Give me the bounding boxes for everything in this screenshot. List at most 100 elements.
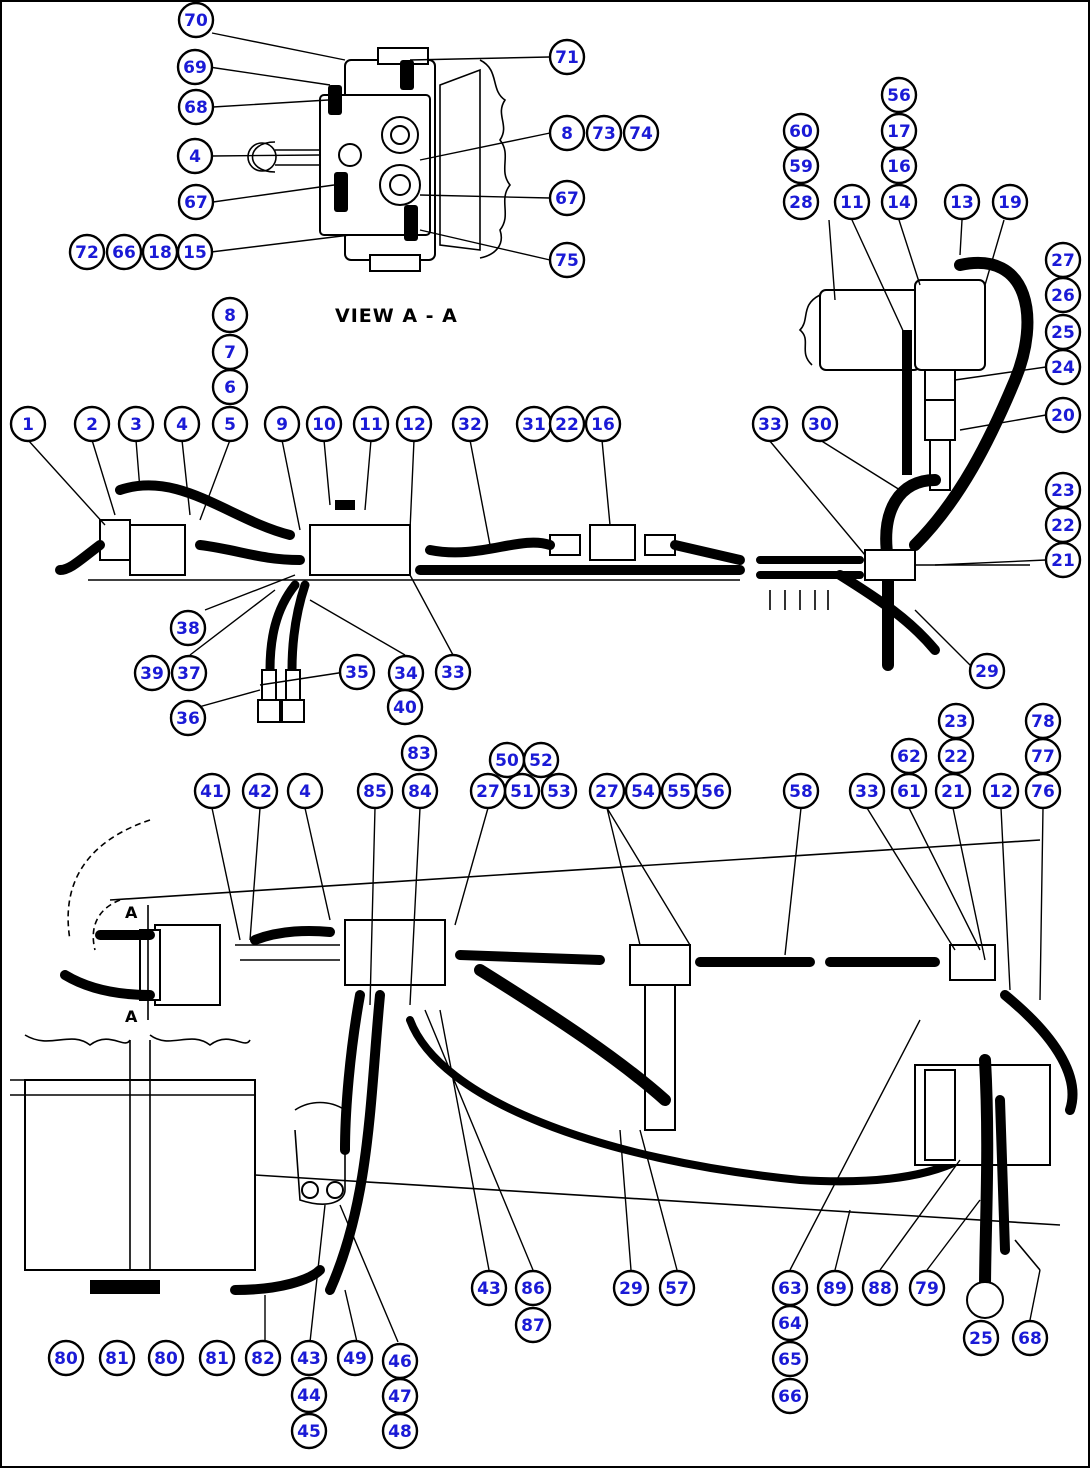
- callout-circle: [305, 405, 343, 443]
- callout-64: 64: [771, 1304, 809, 1342]
- callout-number: 27: [595, 782, 619, 802]
- callout-circle: [782, 183, 820, 221]
- callout-circle: [622, 114, 660, 152]
- callout-circle: [880, 183, 918, 221]
- callout-circle: [588, 772, 626, 810]
- callout-number: 9: [276, 415, 288, 435]
- callout-number: 41: [200, 782, 224, 802]
- callout-number: 11: [840, 193, 864, 213]
- callout-circle: [386, 688, 424, 726]
- callout-74: 74: [622, 114, 660, 152]
- callout-number: 21: [941, 782, 965, 802]
- callout-number: 13: [950, 193, 974, 213]
- callout-circle: [880, 76, 918, 114]
- callout-number: 1: [22, 415, 34, 435]
- callout-number: 22: [1051, 516, 1075, 536]
- callout-22: 22: [1044, 506, 1082, 544]
- callout-number: 54: [631, 782, 655, 802]
- callout-number: 73: [592, 124, 616, 144]
- callout-number: 33: [758, 415, 782, 435]
- callout-number: 34: [394, 664, 418, 684]
- callout-circle: [338, 653, 376, 691]
- callout-46: 46: [381, 1342, 419, 1380]
- callout-circle: [624, 772, 662, 810]
- callout-32: 32: [451, 405, 489, 443]
- callout-49: 49: [336, 1339, 374, 1377]
- callout-number: 65: [778, 1350, 802, 1370]
- callout-36: 36: [169, 699, 207, 737]
- callout-75: 75: [548, 241, 586, 279]
- callout-number: 25: [969, 1329, 993, 1349]
- callout-80: 80: [47, 1339, 85, 1377]
- callout-number: 76: [1031, 782, 1055, 802]
- callout-circle: [816, 1269, 854, 1307]
- callout-number: 22: [555, 415, 579, 435]
- callout-number: 36: [176, 709, 200, 729]
- callout-4: 4: [176, 137, 214, 175]
- callout-number: 38: [176, 619, 200, 639]
- callout-number: 74: [629, 124, 653, 144]
- callout-circle: [548, 179, 586, 217]
- callout-number: 86: [521, 1279, 545, 1299]
- callout-79: 79: [908, 1269, 946, 1307]
- callout-circle: [147, 1339, 185, 1377]
- callout-number: 69: [183, 58, 207, 78]
- callout-56: 56: [694, 772, 732, 810]
- callout-circle: [98, 1339, 136, 1377]
- callout-number: 30: [808, 415, 832, 435]
- callout-circle: [290, 1376, 328, 1414]
- callout-number: 75: [555, 251, 579, 271]
- callout-83: 83: [400, 734, 438, 772]
- callout-43: 43: [290, 1339, 328, 1377]
- callout-circle: [962, 1319, 1000, 1357]
- callout-13: 13: [943, 183, 981, 221]
- callout-circle: [9, 405, 47, 443]
- callout-16: 16: [584, 405, 622, 443]
- callout-number: 88: [868, 1279, 892, 1299]
- callout-circle: [177, 1, 215, 39]
- callout-number: 4: [176, 415, 188, 435]
- callout-circle: [751, 405, 789, 443]
- callout-circle: [170, 654, 208, 692]
- callout-number: 66: [112, 243, 136, 263]
- callout-circle: [968, 652, 1006, 690]
- callout-circle: [163, 405, 201, 443]
- callout-circle: [937, 737, 975, 775]
- callout-number: 67: [184, 193, 208, 213]
- callout-66: 66: [105, 233, 143, 271]
- callout-circle: [943, 183, 981, 221]
- callout-circle: [105, 233, 143, 271]
- callout-number: 49: [343, 1349, 367, 1369]
- callout-circle: [395, 405, 433, 443]
- callout-27: 27: [588, 772, 626, 810]
- callout-number: 42: [248, 782, 272, 802]
- callout-circle: [771, 1304, 809, 1342]
- callout-number: 61: [897, 782, 921, 802]
- callout-52: 52: [522, 741, 560, 779]
- callout-number: 33: [855, 782, 879, 802]
- callout-number: 72: [75, 243, 99, 263]
- callout-number: 27: [1051, 251, 1075, 271]
- callout-33: 33: [434, 653, 472, 691]
- callout-number: 23: [944, 712, 968, 732]
- callout-circle: [211, 405, 249, 443]
- callout-72: 72: [68, 233, 106, 271]
- callout-circle: [982, 772, 1020, 810]
- callout-circle: [1011, 1319, 1049, 1357]
- callout-5: 5: [211, 405, 249, 443]
- callout-number: 25: [1051, 323, 1075, 343]
- callout-circle: [193, 772, 231, 810]
- callout-21: 21: [1044, 541, 1082, 579]
- callout-circle: [540, 772, 578, 810]
- callout-number: 44: [297, 1386, 321, 1406]
- callout-number: 39: [140, 664, 164, 684]
- callout-42: 42: [241, 772, 279, 810]
- callout-circle: [890, 772, 928, 810]
- callout-circle: [1044, 348, 1082, 386]
- callout-number: 66: [778, 1387, 802, 1407]
- callout-circle: [176, 48, 214, 86]
- callout-circle: [548, 405, 586, 443]
- callout-30: 30: [801, 405, 839, 443]
- callout-89: 89: [816, 1269, 854, 1307]
